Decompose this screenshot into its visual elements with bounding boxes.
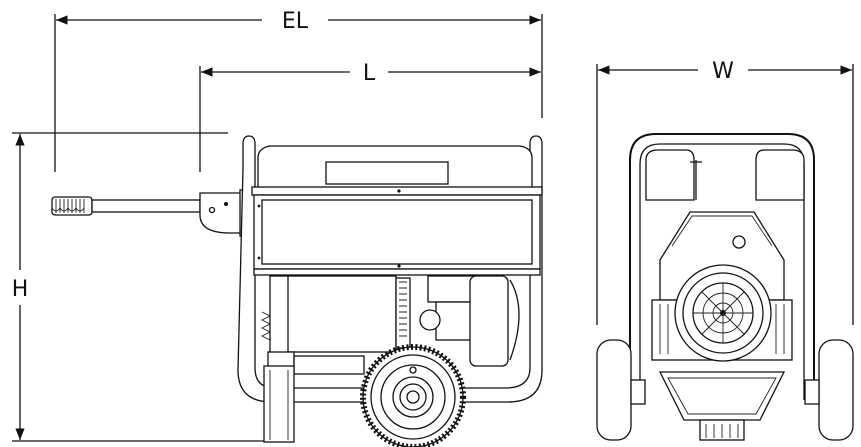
rear-fuel-tank [645, 149, 805, 201]
dimension-el: EL [54, 9, 543, 172]
dimension-l-label: L [363, 61, 376, 86]
dimension-w: W [596, 59, 854, 325]
fuel-tank [257, 145, 533, 189]
handle-grip [51, 196, 201, 216]
rear-view [596, 133, 854, 441]
side-view [51, 135, 543, 447]
side-wheel [360, 344, 466, 447]
control-panel [251, 186, 543, 276]
dimension-l: L [199, 61, 541, 172]
support-leg [263, 365, 295, 443]
dimension-h-label: H [12, 277, 29, 302]
rear-lower-bracket [658, 371, 786, 441]
dimension-h: H [12, 132, 270, 442]
engine-side [395, 275, 520, 367]
dimension-el-label: EL [282, 9, 309, 34]
rear-wheel-right [804, 339, 854, 441]
alternator [260, 275, 397, 375]
dimension-w-label: W [712, 59, 734, 84]
fan-cover [674, 264, 772, 362]
rear-wheel-left [596, 339, 646, 441]
